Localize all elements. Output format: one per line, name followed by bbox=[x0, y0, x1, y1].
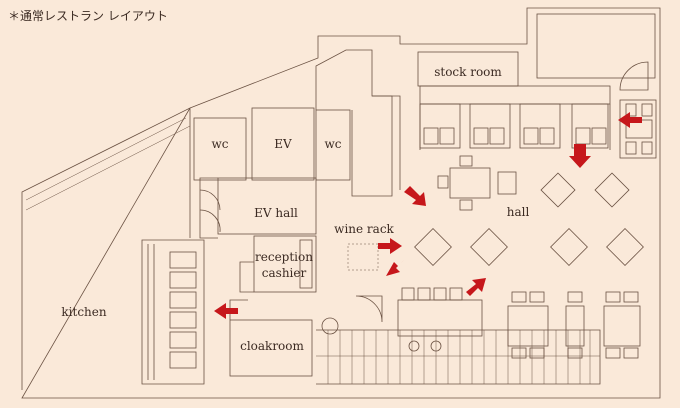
top-right-block bbox=[536, 13, 656, 79]
arrow-right-mid bbox=[378, 238, 402, 254]
kitchen-label: kitchen bbox=[61, 305, 107, 319]
service-core bbox=[193, 49, 401, 239]
kitchen-wall-detail bbox=[25, 117, 191, 211]
ev-label: EV bbox=[274, 137, 292, 151]
outer-wall bbox=[21, 7, 661, 399]
wc1-room bbox=[193, 117, 247, 181]
kitchen-counter bbox=[141, 239, 205, 385]
hall-table-3 bbox=[594, 172, 630, 208]
wc2-room bbox=[315, 109, 351, 181]
door-arc-top-right bbox=[619, 61, 649, 91]
right-side-table bbox=[619, 99, 657, 159]
hall-table-4 bbox=[414, 228, 452, 266]
ev-hall-room bbox=[217, 177, 317, 235]
reception-label: reception bbox=[255, 250, 313, 264]
wc-label-2: wc bbox=[324, 137, 342, 151]
arrow-left-kitchen bbox=[214, 303, 238, 319]
hall-table-5 bbox=[470, 228, 508, 266]
reception-area bbox=[239, 235, 317, 293]
hall-table-1 bbox=[437, 155, 517, 211]
wine-rack-box bbox=[347, 243, 379, 271]
arrow-right-top bbox=[618, 112, 642, 128]
banquette-top bbox=[419, 103, 609, 149]
arrow-down bbox=[569, 144, 591, 168]
ev-hall-label: EV hall bbox=[254, 206, 298, 220]
arrow-diag-1 bbox=[404, 186, 426, 206]
wc-label-1: wc bbox=[211, 137, 229, 151]
cloakroom-room bbox=[229, 295, 383, 377]
wine-rack-label: wine rack bbox=[334, 222, 394, 236]
hall-label: hall bbox=[506, 205, 530, 219]
bar-counter bbox=[316, 287, 601, 385]
hall-table-7 bbox=[606, 228, 644, 266]
hall-table-2 bbox=[540, 172, 576, 208]
stock-room-label: stock room bbox=[434, 65, 502, 79]
hall-table-6 bbox=[550, 228, 588, 266]
arrow-diag-3 bbox=[466, 278, 486, 296]
stock-shelf bbox=[419, 85, 611, 105]
arrow-diag-2 bbox=[386, 260, 404, 276]
page-title: ＊通常レストラン レイアウト bbox=[8, 9, 168, 23]
cloakroom-label: cloakroom bbox=[240, 339, 304, 353]
stock-lines bbox=[419, 104, 611, 150]
ev-room bbox=[251, 107, 315, 181]
bottom-tables bbox=[507, 291, 641, 359]
cashier-label: cashier bbox=[261, 266, 307, 280]
flow-arrows bbox=[214, 112, 642, 319]
